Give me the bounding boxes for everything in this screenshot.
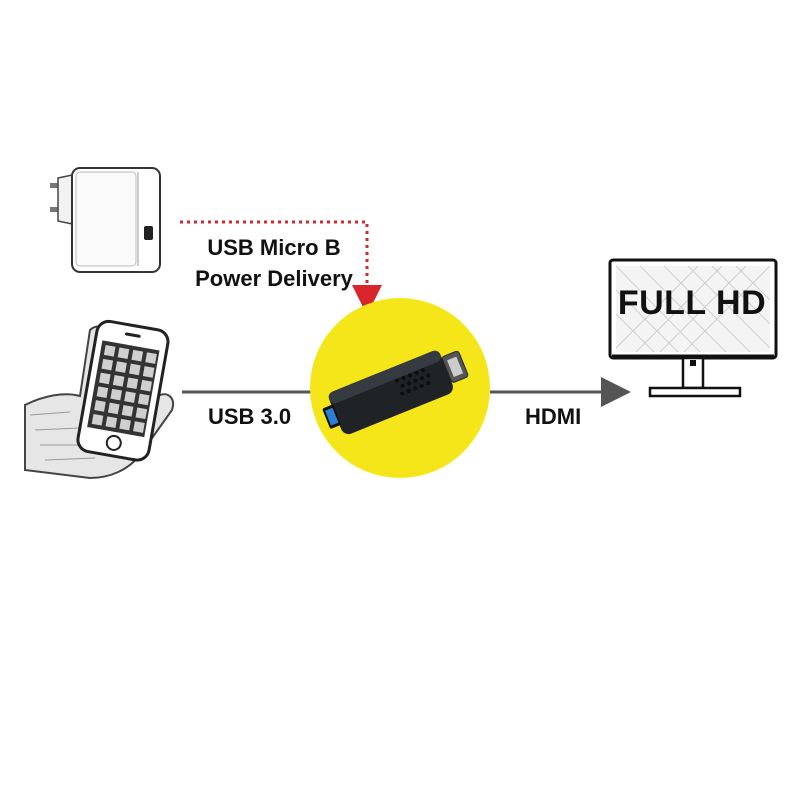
power-label-line2: Power Delivery: [195, 266, 353, 291]
smartphone-in-hand-icon: [24, 319, 174, 480]
power-delivery-label: USB Micro B Power Delivery: [184, 232, 364, 294]
power-adapter-icon: [50, 167, 161, 273]
power-label-line1: USB Micro B: [207, 235, 341, 260]
hdmi-dongle-icon: [322, 350, 469, 435]
monitor-screen-text: FULL HD: [617, 284, 767, 322]
usb-label: USB 3.0: [208, 404, 292, 429]
hdmi-label: HDMI: [525, 404, 582, 429]
power-arrow: [180, 220, 382, 315]
monitor-icon: [608, 258, 778, 398]
